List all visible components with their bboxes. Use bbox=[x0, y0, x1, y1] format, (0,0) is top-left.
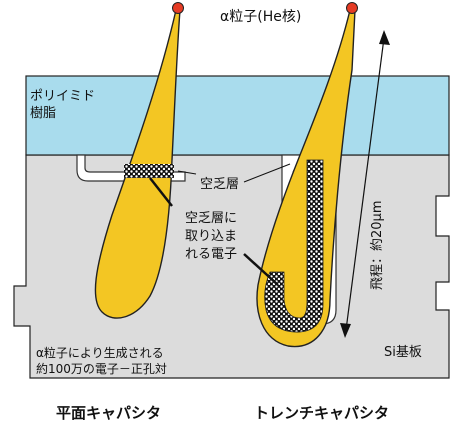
captured-leader-planar bbox=[149, 177, 173, 207]
polyimide-resin-layer bbox=[25, 75, 450, 156]
substrate-label: Si基板 bbox=[384, 345, 422, 360]
trench-captured-electrons bbox=[264, 159, 324, 333]
captured-leader-trench bbox=[243, 253, 279, 286]
range-arrow-line bbox=[345, 37, 385, 331]
polyimide-label-1: ポリイミド bbox=[30, 89, 95, 104]
range-arrow-head-top bbox=[379, 30, 390, 45]
polyimide-label-2: 樹脂 bbox=[30, 106, 56, 121]
depletion-label: 空乏層 bbox=[200, 177, 239, 192]
depletion-leader-trench bbox=[243, 163, 291, 183]
depletion-leader bbox=[177, 170, 197, 175]
trench-alpha-track bbox=[256, 9, 356, 348]
captured-label-2: 取り込ま bbox=[185, 229, 237, 244]
electron-hole-label-1: α粒子により生成される bbox=[36, 345, 164, 360]
alpha-particle-left bbox=[172, 2, 184, 14]
caption-trench: トレンチキャパシタ bbox=[254, 404, 389, 422]
range-arrow-head-bottom bbox=[340, 323, 351, 338]
caption-planar: 平面キャパシタ bbox=[56, 404, 161, 422]
alpha-particle-label: α粒子(He核) bbox=[220, 9, 301, 25]
electron-hole-label-2: 約100万の電子－正孔対 bbox=[36, 361, 167, 376]
range-label: 飛程：約20μm bbox=[370, 201, 385, 290]
alpha-particle-right bbox=[346, 2, 358, 14]
captured-label-1: 空乏層に bbox=[185, 211, 237, 226]
captured-label-3: れる電子 bbox=[185, 247, 237, 262]
planar-captured-electrons bbox=[124, 164, 174, 178]
